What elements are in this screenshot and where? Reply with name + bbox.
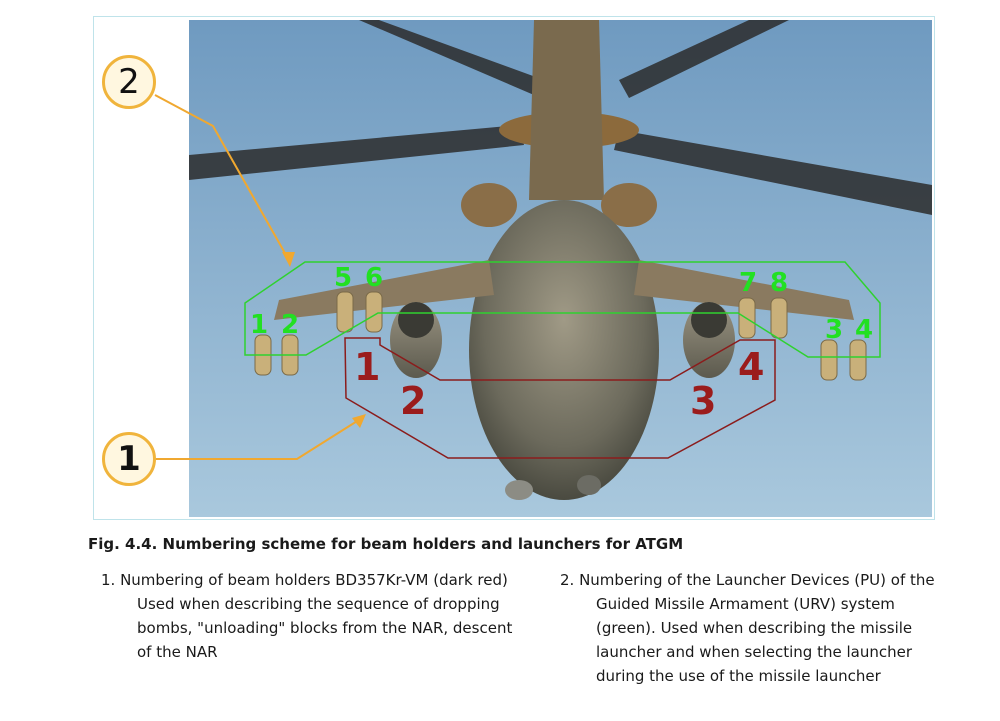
helicopter-photo [189, 20, 932, 517]
figure-caption: Fig. 4.4. Numbering scheme for beam hold… [88, 535, 684, 553]
note-beam-holders: 1. Numbering of beam holders BD357Kr-VM … [101, 568, 521, 664]
note-heading: 2. Numbering of the Launcher Devices (PU… [560, 571, 935, 589]
callout-2-badge: 2 [102, 55, 156, 109]
note-body: Guided Missile Armament (URV) system (gr… [596, 595, 913, 685]
note-launchers: 2. Numbering of the Launcher Devices (PU… [560, 568, 950, 688]
callout-1-badge: 1 [102, 432, 156, 486]
note-heading: 1. Numbering of beam holders BD357Kr-VM … [101, 571, 508, 589]
note-body: Used when describing the sequence of dro… [137, 595, 513, 661]
